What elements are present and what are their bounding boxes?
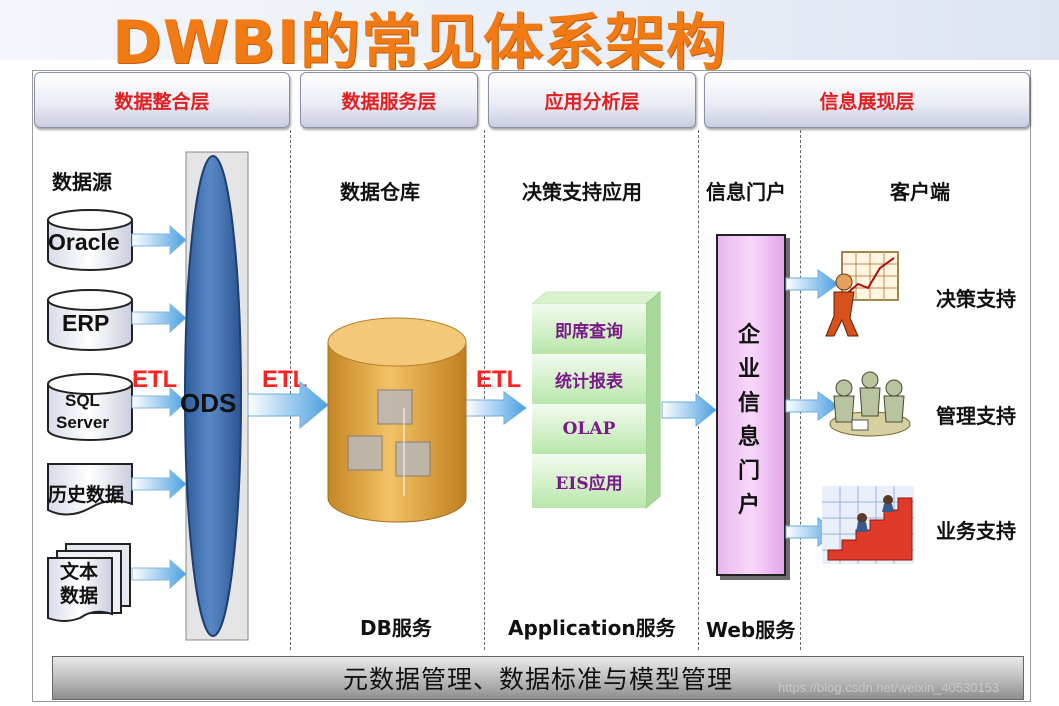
- layer-header-integration: 数据整合层: [34, 72, 290, 128]
- warehouse-to-apps-arrow: [465, 391, 527, 425]
- app-eis: EIS应用: [532, 454, 646, 508]
- layer-header-service: 数据服务层: [300, 72, 478, 128]
- layer-header-presentation: 信息展现层: [704, 72, 1030, 128]
- client-management-support: 管理支持: [936, 404, 1016, 428]
- layer-header-analysis: 应用分析层: [488, 72, 696, 128]
- business-support-icon: [822, 486, 914, 564]
- source-sql-server: SQL Server: [56, 391, 109, 432]
- source-erp: ERP: [62, 310, 110, 336]
- client-business-support: 业务支持: [936, 519, 1016, 543]
- apps-stack-frame: [530, 290, 662, 510]
- source-arrows: [131, 224, 187, 590]
- info-portal-label: 信息门户: [706, 180, 786, 204]
- management-support-icon: [829, 371, 911, 437]
- app-statistical-report: 统计报表: [532, 354, 646, 404]
- portal-label: 企业信息门户: [737, 322, 760, 518]
- oracle-database-icon: [47, 209, 133, 271]
- application-service-label: Application服务: [508, 616, 676, 640]
- db-service-label: DB服务: [360, 616, 432, 640]
- divider: [290, 130, 291, 650]
- text-documents-icon: [47, 543, 131, 622]
- metadata-management-bar: 元数据管理、数据标准与模型管理: [52, 656, 1024, 700]
- decision-support-icon: [825, 251, 899, 337]
- apps-to-portal-arrow: [661, 392, 717, 428]
- watermark: https://blog.csdn.net/weixin_40530153: [778, 680, 1000, 695]
- web-service-label: Web服务: [706, 618, 796, 642]
- data-source-label: 数据源: [52, 170, 112, 194]
- source-oracle: Oracle: [48, 229, 120, 255]
- sql-server-database-icon: [47, 373, 133, 441]
- erp-database-icon: [47, 289, 133, 351]
- history-document-icon: [47, 463, 133, 516]
- app-olap: OLAP: [532, 404, 646, 454]
- ods-ellipse-icon: [184, 151, 249, 641]
- ods-to-warehouse-arrow: [247, 380, 329, 430]
- ods-label: ODS: [180, 388, 237, 418]
- data-warehouse-label: 数据仓库: [340, 180, 420, 204]
- etl-label-3: ETL: [476, 366, 522, 393]
- decision-apps-label: 决策支持应用: [522, 180, 642, 204]
- etl-label-1: ETL: [132, 366, 178, 393]
- client-label: 客户端: [890, 180, 950, 204]
- divider: [698, 130, 699, 650]
- source-text: 文本 数据: [60, 561, 99, 607]
- data-warehouse-cylinder-icon: [327, 317, 467, 523]
- source-history: 历史数据: [48, 484, 125, 506]
- page-title: DWBI的常见体系架构: [112, 8, 728, 78]
- divider: [800, 130, 801, 650]
- client-decision-support: 决策支持: [936, 287, 1016, 311]
- title-band: [0, 0, 1059, 60]
- divider: [484, 130, 485, 650]
- app-adhoc-query: 即席查询: [532, 304, 646, 354]
- enterprise-portal-box: [716, 234, 786, 576]
